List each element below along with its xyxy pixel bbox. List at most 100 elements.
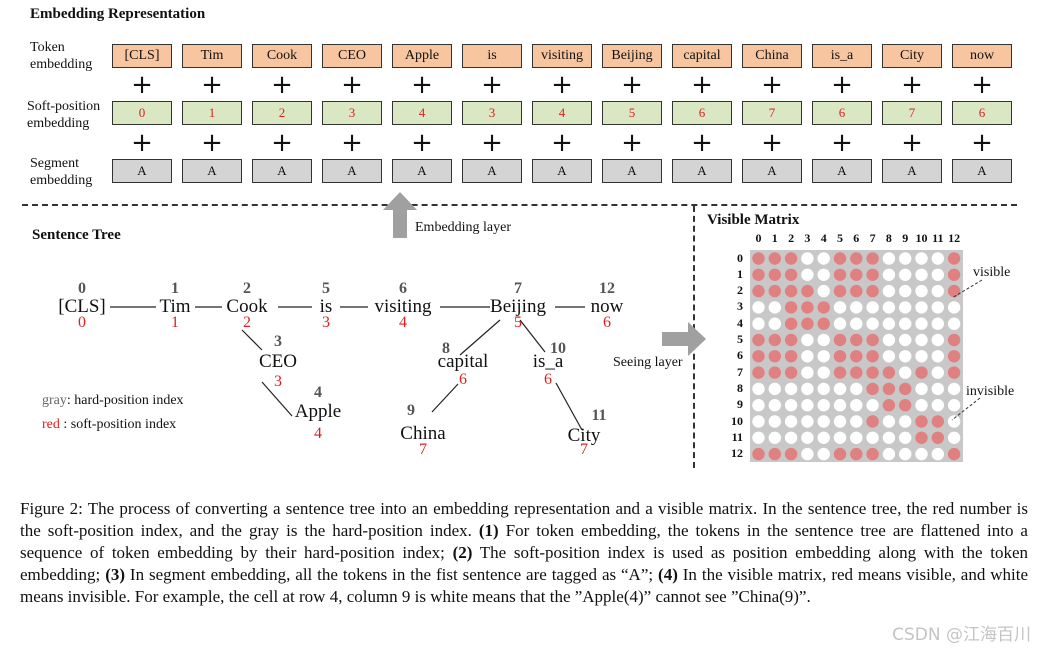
matrix-cell-visible [784,350,798,363]
visible-label: visible [973,265,1011,280]
plus-icon: + [411,128,433,158]
matrix-cell-visible [850,366,863,379]
soft-position-box: 0 [112,101,172,125]
segment-box: A [252,159,312,183]
matrix-cell-invisible [915,301,928,314]
matrix-cell-invisible [931,317,944,330]
matrix-cell-invisible [882,252,896,265]
matrix-cell-invisible [899,350,912,363]
plus-icon: + [551,128,573,158]
matrix-cell-invisible [899,317,912,330]
matrix-cell-invisible [817,366,830,379]
matrix-cell-visible [882,399,896,412]
matrix-cell-invisible [915,268,928,281]
matrix-cell-invisible [768,317,781,330]
segment-box: A [182,159,242,183]
matrix-cell-visible [801,284,814,298]
matrix-cell-visible [947,284,961,298]
matrix-cell-invisible [752,399,765,412]
sentence-tree-title: Sentence Tree [32,227,121,243]
token-box: is [462,44,522,68]
hard-position-index: 2 [243,280,251,297]
matrix-cell-visible [850,252,863,265]
tree-node-word: CEO [259,351,297,372]
soft-position-box: 6 [952,101,1012,125]
tree-node-word: [CLS] [58,296,106,317]
token-box: is_a [812,44,872,68]
matrix-row-header: 4 [737,315,743,330]
seeing-layer-label: Seeing layer [613,355,683,370]
matrix-column-header: 2 [788,231,795,245]
soft-position-index: 6 [544,371,552,388]
matrix-cell-invisible [801,447,814,461]
embedding-layer-arrow-icon [383,192,417,238]
matrix-cell-visible [784,268,798,281]
soft-position-index: 3 [274,373,282,390]
matrix-cell-invisible [882,317,896,330]
plus-icon: + [201,128,223,158]
plus-icon: + [481,70,503,100]
matrix-row-header: 5 [737,332,743,346]
plus-icon: + [761,70,783,100]
soft-position-box: 7 [742,101,802,125]
plus-icon: + [971,70,993,100]
hard-position-index: 3 [274,333,282,350]
matrix-cell-invisible [768,399,781,412]
matrix-row-header: 6 [737,348,743,363]
matrix-cell-invisible [931,366,944,379]
plus-icon: + [201,70,223,100]
soft-position-box: 6 [812,101,872,125]
segment-box: A [812,159,872,183]
matrix-cell-visible [866,350,879,363]
matrix-cell-visible [899,399,912,412]
matrix-cell-visible [752,252,765,265]
matrix-cell-visible [833,333,847,347]
matrix-cell-invisible [801,268,814,281]
matrix-cell-visible [947,366,961,379]
token-box: CEO [322,44,382,68]
soft-position-box: 6 [672,101,732,125]
matrix-cell-visible [768,284,781,298]
matrix-cell-invisible [817,350,830,363]
matrix-cell-invisible [850,301,863,314]
matrix-cell-visible [850,333,863,347]
matrix-cell-invisible [866,317,879,330]
matrix-column-header: 0 [755,231,762,245]
matrix-cell-invisible [833,301,847,314]
matrix-cell-invisible [915,284,928,298]
matrix-cell-invisible [915,252,928,265]
soft-position-index: 1 [171,314,179,331]
matrix-cell-visible [784,317,798,330]
matrix-cell-visible [752,284,765,298]
plus-icon: + [131,128,153,158]
soft-position-box: 3 [322,101,382,125]
hard-position-index: 1 [171,280,179,297]
matrix-cell-invisible [850,399,863,412]
matrix-cell-invisible [947,382,961,396]
matrix-cell-visible [915,431,928,444]
matrix-cell-invisible [752,317,765,330]
matrix-cell-visible [947,350,961,363]
matrix-cell-invisible [931,268,944,281]
matrix-cell-invisible [899,447,912,461]
matrix-cell-visible [850,284,863,298]
plus-icon: + [411,70,433,100]
matrix-cell-invisible [915,382,928,396]
matrix-cell-invisible [850,317,863,330]
matrix-cell-visible [833,447,847,461]
matrix-column-header: 12 [948,231,961,245]
matrix-cell-invisible [817,447,830,461]
soft-position-index: 4 [314,425,322,442]
matrix-row-header: 3 [737,299,743,314]
matrix-cell-visible [768,333,781,347]
soft-position-embedding-label: Soft-position embedding [27,99,101,131]
plus-icon: + [621,128,643,158]
hard-position-index: 6 [399,280,407,297]
matrix-cell-visible [784,301,798,314]
matrix-column-header: 3 [804,231,811,245]
token-box: Apple [392,44,452,68]
matrix-callout-lines [951,279,983,421]
hard-position-index: 5 [322,280,330,297]
token-box: Tim [182,44,242,68]
plus-icon: + [901,128,923,158]
